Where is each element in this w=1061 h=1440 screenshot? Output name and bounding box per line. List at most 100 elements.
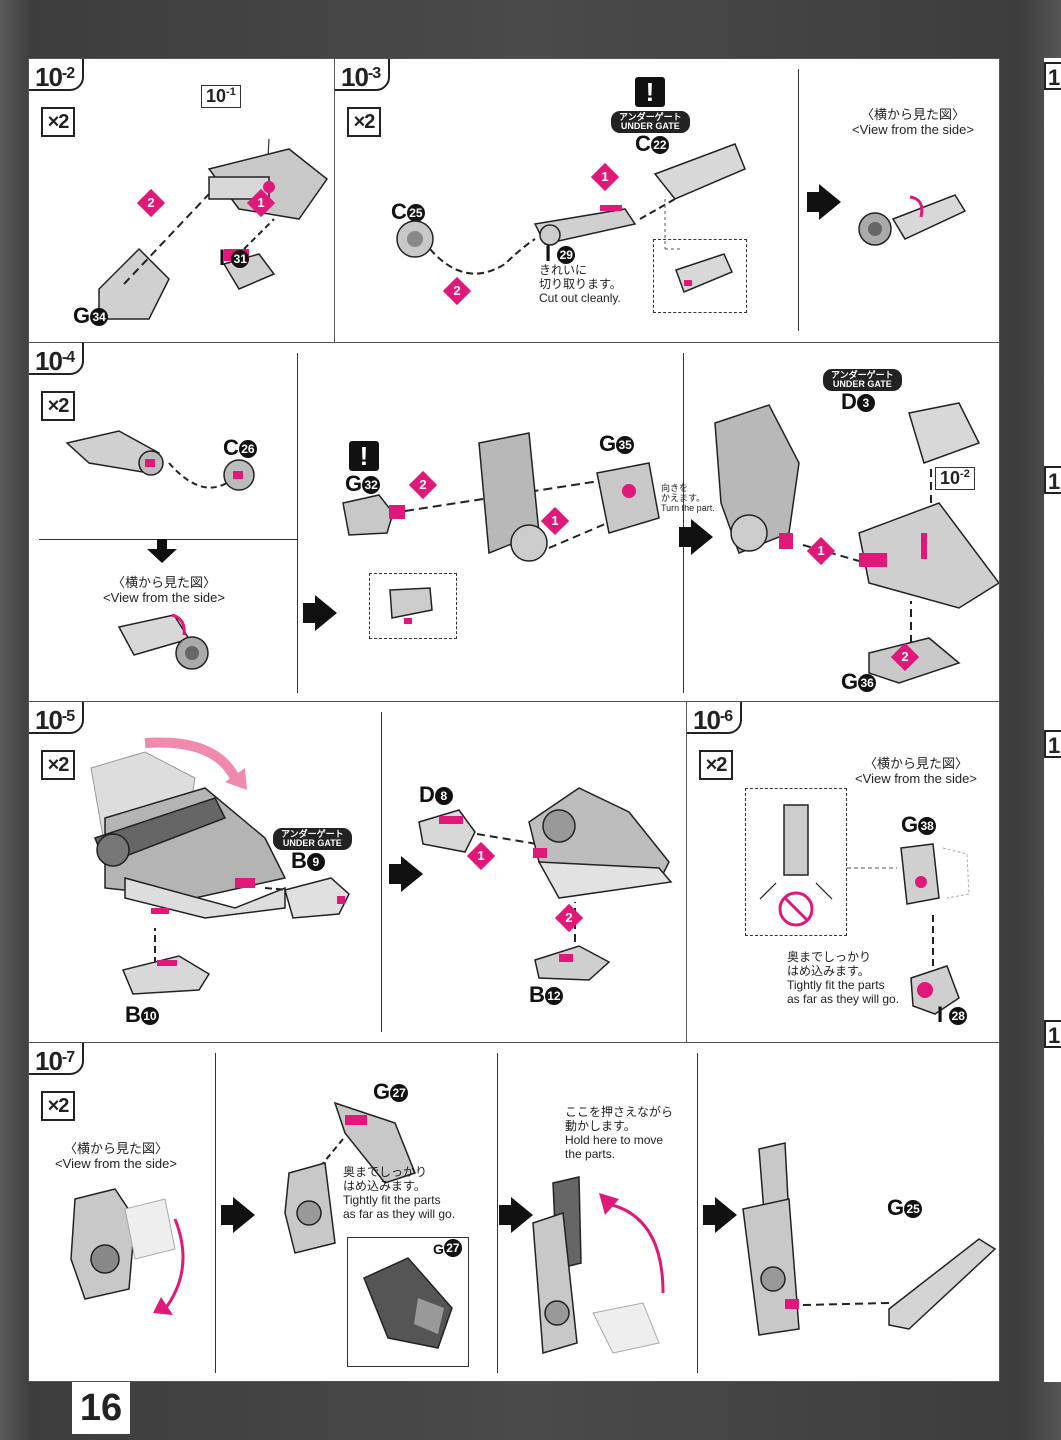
step-order-marker: 2 <box>554 903 584 933</box>
adjacent-step-tab: 1 <box>1044 730 1061 758</box>
part-illustration <box>121 955 211 995</box>
assembly-illustration <box>396 143 746 275</box>
reference-box: 10-1 <box>201 85 241 108</box>
proceed-arrow <box>807 184 841 220</box>
detail-inset <box>347 1237 469 1367</box>
side-view-illustration <box>117 613 209 670</box>
quantity-badge: ×2 <box>41 1091 75 1121</box>
assembly-illustration <box>847 843 970 1015</box>
quantity-badge: ×2 <box>699 750 733 780</box>
wrong-way-inset <box>745 788 847 936</box>
warning-icon: ! <box>635 77 665 107</box>
proceed-arrow <box>679 519 713 555</box>
step-number: 10-5 <box>29 702 85 735</box>
down-arrow <box>147 539 177 563</box>
assembly-illustration <box>65 430 255 491</box>
part-label: I 29 <box>545 241 576 267</box>
do-not-icon <box>759 804 833 927</box>
step-order-marker: 2 <box>442 276 472 306</box>
divider <box>683 353 684 693</box>
proceed-arrow <box>499 1197 533 1233</box>
warning-icon: ! <box>349 441 379 471</box>
step-number: 10-3 <box>335 59 391 92</box>
part-illustration <box>284 877 350 919</box>
step-order-marker: 1 <box>590 162 620 192</box>
turn-note: 向きをかえます。Turn the part. <box>661 483 715 513</box>
side-view-illustration <box>70 1188 185 1315</box>
divider <box>215 1053 216 1373</box>
adjacent-step-tab: 1 <box>1044 1020 1061 1048</box>
side-view-illustration <box>858 194 967 246</box>
step-number: 10-6 <box>687 702 743 735</box>
assembly-illustration <box>714 402 999 684</box>
proceed-arrow <box>221 1197 255 1233</box>
side-view-caption: 〈横から見た図〉<View from the side> <box>855 756 977 786</box>
step-order-marker: 2 <box>408 470 438 500</box>
reference-box: 10-2 <box>935 467 975 490</box>
step-number: 10-2 <box>29 59 85 92</box>
side-view-caption: 〈横から見た図〉<View from the side> <box>55 1141 177 1171</box>
detail-inset <box>653 239 747 313</box>
part-label: I 28 <box>937 1002 968 1028</box>
proceed-arrow <box>389 856 423 892</box>
adjacent-step-tab: 1 <box>1044 62 1061 90</box>
step-order-marker: 2 <box>136 188 166 218</box>
proceed-arrow <box>703 1197 737 1233</box>
quantity-badge: ×2 <box>347 107 381 137</box>
proceed-arrow <box>303 595 337 631</box>
quantity-badge: ×2 <box>41 750 75 780</box>
divider <box>381 712 382 1032</box>
cut-note: きれいに切り取ります。Cut out cleanly. <box>539 263 622 305</box>
part-label: I 31 <box>219 245 250 271</box>
side-view-caption: 〈横から見た図〉<View from the side> <box>852 107 974 137</box>
assembly-illustration <box>342 432 660 562</box>
step-number: 10-4 <box>29 343 85 376</box>
assembly-illustration <box>284 1101 416 1254</box>
divider <box>297 353 298 693</box>
adjacent-step-tab: 1 <box>1044 466 1061 494</box>
divider <box>39 539 297 540</box>
step-order-marker: 1 <box>246 188 276 218</box>
step-number: 10-7 <box>29 1043 85 1076</box>
assembly-illustration <box>532 1176 665 1354</box>
step-order-marker: 2 <box>890 642 920 672</box>
step-order-marker: 1 <box>806 536 836 566</box>
quantity-badge: ×2 <box>41 107 75 137</box>
page-number: 16 <box>72 1382 130 1434</box>
divider <box>798 69 799 331</box>
detail-inset <box>369 573 457 639</box>
step-order-marker: 1 <box>540 506 570 536</box>
assembly-illustration <box>90 737 326 986</box>
side-view-caption: 〈横から見た図〉<View from the side> <box>103 575 225 605</box>
assembly-illustration <box>418 787 673 981</box>
